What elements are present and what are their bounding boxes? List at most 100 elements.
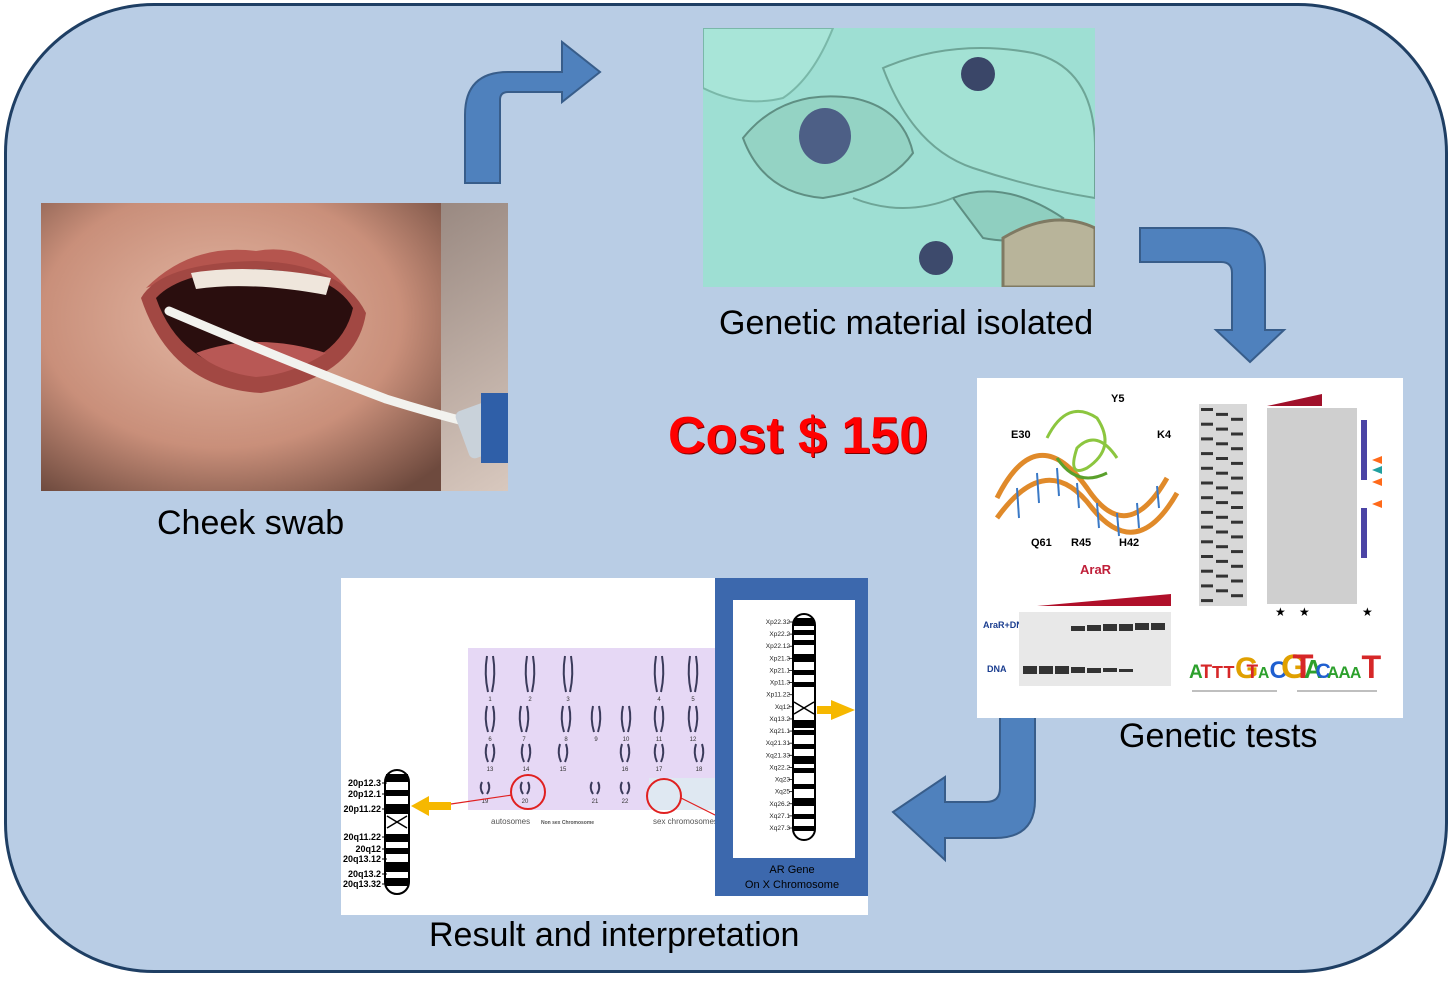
x-band	[794, 798, 814, 806]
x-band	[794, 814, 814, 819]
curved-arrow-right-down-icon	[1139, 227, 1287, 364]
label-arar: AraR	[1080, 562, 1112, 577]
chromosome	[589, 781, 594, 795]
chromosome	[491, 655, 496, 693]
chr20-band-label: 20p12.3	[348, 778, 381, 788]
logo-letter: T	[1293, 648, 1314, 686]
logo-letter: T	[1201, 662, 1213, 683]
x-band	[794, 756, 814, 764]
cost-label: Cost $ 150	[668, 407, 929, 465]
non-sex-label: Non sex Chromosome	[541, 820, 594, 826]
chromosome	[660, 705, 665, 733]
ar-gene-line1: AR Gene	[769, 864, 814, 876]
x-band	[794, 730, 814, 735]
x-band-label: Xp11.3	[770, 680, 791, 687]
x-band	[794, 618, 814, 626]
chromosome-number: 10	[623, 737, 630, 743]
chr20-band-label: 20q13.12	[343, 854, 381, 864]
logo-letter: A	[1304, 656, 1322, 684]
chromosome-number: 22	[622, 799, 629, 805]
chromosome	[557, 743, 562, 763]
label-k4: K4	[1157, 429, 1172, 441]
curved-arrow-down-left-icon	[891, 714, 1036, 863]
x-band-label: Xq26.2	[769, 801, 790, 808]
label-y5: Y5	[1111, 393, 1124, 405]
caption-result: Result and interpretation	[429, 916, 800, 954]
chr20-band-label: 20q13.32	[343, 879, 381, 889]
genetic-material-micrograph	[703, 28, 1095, 287]
logo-letter: A	[1258, 665, 1269, 682]
logo-letter: A	[1350, 665, 1361, 682]
x-band-label: Xq23	[775, 777, 791, 784]
chromosome-number: 11	[656, 737, 663, 743]
chromosome	[569, 655, 574, 693]
chromosome-number: 8	[564, 737, 568, 743]
chromosome	[694, 655, 699, 693]
chromosome-number: 13	[487, 767, 494, 773]
x-band	[794, 768, 814, 773]
svg-text:★: ★	[1299, 605, 1310, 619]
x-band-label: Xq25	[775, 789, 791, 796]
chromosome	[627, 705, 632, 733]
chromosome-number: 18	[696, 767, 703, 773]
logo-letter: A	[1189, 662, 1203, 683]
caption-cheek-swab: Cheek swab	[157, 504, 345, 542]
chromosome	[619, 781, 624, 795]
chr20-band-label: 20p11.22	[343, 804, 381, 814]
chr20-band-label: 20q11.22	[343, 832, 381, 842]
chromosome	[560, 705, 565, 733]
chr20-band-label: 20q13.2	[348, 869, 381, 879]
chromosome	[527, 743, 532, 763]
x-band	[794, 654, 814, 662]
chromosome	[524, 655, 529, 693]
logo-letter: T	[1362, 649, 1382, 685]
chromosome-number: 12	[690, 737, 697, 743]
chromosome	[484, 705, 489, 733]
chromosome-number: 1	[488, 697, 492, 703]
chromosome	[479, 781, 484, 795]
chromosome	[694, 705, 699, 733]
x-band-label: Xq21.33	[766, 752, 791, 759]
chromosome	[486, 781, 491, 795]
x-band	[794, 630, 814, 635]
chromosome-number: 21	[592, 799, 599, 805]
label-e30: E30	[1011, 429, 1031, 441]
chromosome	[491, 705, 496, 733]
chromosome	[626, 781, 631, 795]
x-band	[794, 670, 814, 675]
x-band-label: Xq21.31	[766, 740, 791, 747]
x-band-label: Xq12	[775, 704, 791, 711]
chromosome	[597, 705, 602, 733]
x-band-label: Xp22.2	[769, 631, 790, 638]
label-h42: H42	[1119, 537, 1139, 549]
chromosome	[620, 705, 625, 733]
logo-letter: T	[1224, 662, 1235, 682]
logo-letter: T	[1247, 662, 1259, 683]
label-dna: DNA	[987, 664, 1007, 674]
chromosome	[700, 743, 705, 763]
caption-genetic-material: Genetic material isolated	[719, 304, 1094, 342]
chromosome-number: 7	[522, 737, 526, 743]
x-band-label: Xq27.3	[769, 825, 790, 832]
logo-letter: G	[1235, 652, 1258, 685]
chromosome	[596, 781, 601, 795]
chromosome	[562, 655, 567, 693]
x-band-label: Xq22.2	[769, 764, 790, 771]
chromosome	[520, 743, 525, 763]
chromosome-number: 14	[523, 767, 530, 773]
logo-letter: A	[1327, 663, 1339, 682]
chromosome-number: 3	[566, 697, 570, 703]
chromosome-number: 15	[560, 767, 567, 773]
svg-text:★: ★	[1362, 605, 1373, 619]
logo-letter: G	[1281, 648, 1308, 686]
chromosome-number: 2	[528, 697, 532, 703]
genetic-tests-figure: Y5 E30 K4 Q61 R45 H42 AraR AraR+DNA DNA	[977, 378, 1403, 718]
chromosome	[491, 743, 496, 763]
x-band	[794, 720, 814, 728]
label-arar-dna: AraR+DNA	[983, 620, 1030, 630]
svg-text:★: ★	[1275, 605, 1286, 619]
chromosome	[525, 705, 530, 733]
chr20-band-label: 20p12.1	[348, 789, 381, 799]
chromosome	[567, 705, 572, 733]
